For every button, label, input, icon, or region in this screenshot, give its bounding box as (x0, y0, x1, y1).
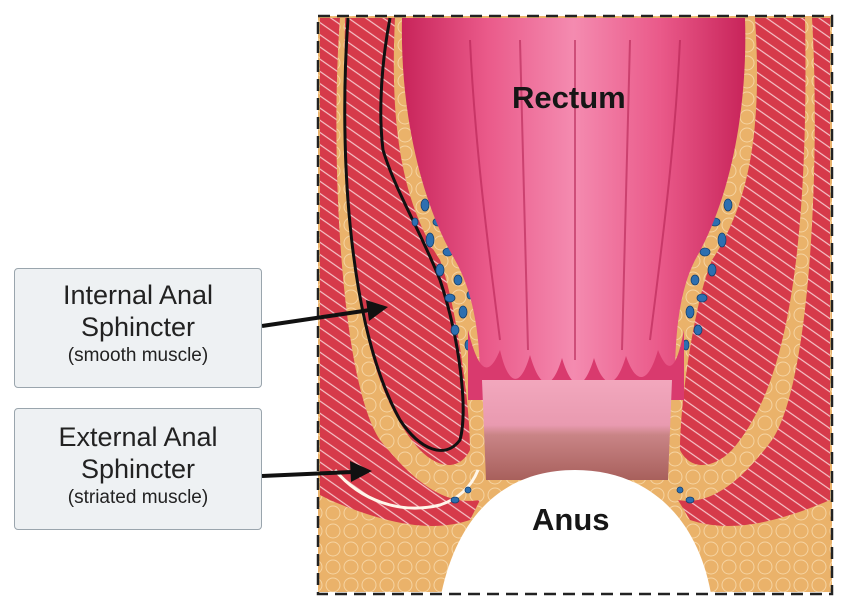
external-sphincter-right (678, 18, 830, 526)
external-callout-title: External Anal (58, 422, 218, 452)
anus-opening (440, 470, 712, 600)
rectal-folds (469, 39, 681, 360)
internal-sphincter-right (680, 18, 806, 465)
figure-frame (316, 14, 834, 596)
anus-label: Anus (532, 502, 610, 537)
rectum-wall (401, 18, 746, 380)
hemorrhoidal-vessels-right (676, 198, 733, 504)
external-sphincter-arrow (261, 461, 372, 482)
external-sphincter-left (320, 18, 480, 526)
internal-callout-title: Internal Anal (62, 280, 214, 310)
internal-sphincter-arrow (261, 300, 388, 328)
internal-sphincter-left (344, 18, 470, 465)
external-callout-subtitle: Sphincter (80, 454, 196, 484)
internal-sphincter-callout: Internal Anal Sphincter (smooth muscle) (14, 268, 262, 388)
internal-callout-note: (smooth muscle) (67, 345, 209, 366)
external-callout-note: (striated muscle) (67, 487, 209, 508)
internal-sphincter-outline (343, 17, 465, 452)
internal-callout-subtitle: Sphincter (80, 312, 196, 342)
rectum-label: Rectum (512, 80, 626, 115)
external-sphincter-callout: External Anal Sphincter (striated muscle… (14, 408, 262, 530)
anal-canal (482, 380, 672, 480)
